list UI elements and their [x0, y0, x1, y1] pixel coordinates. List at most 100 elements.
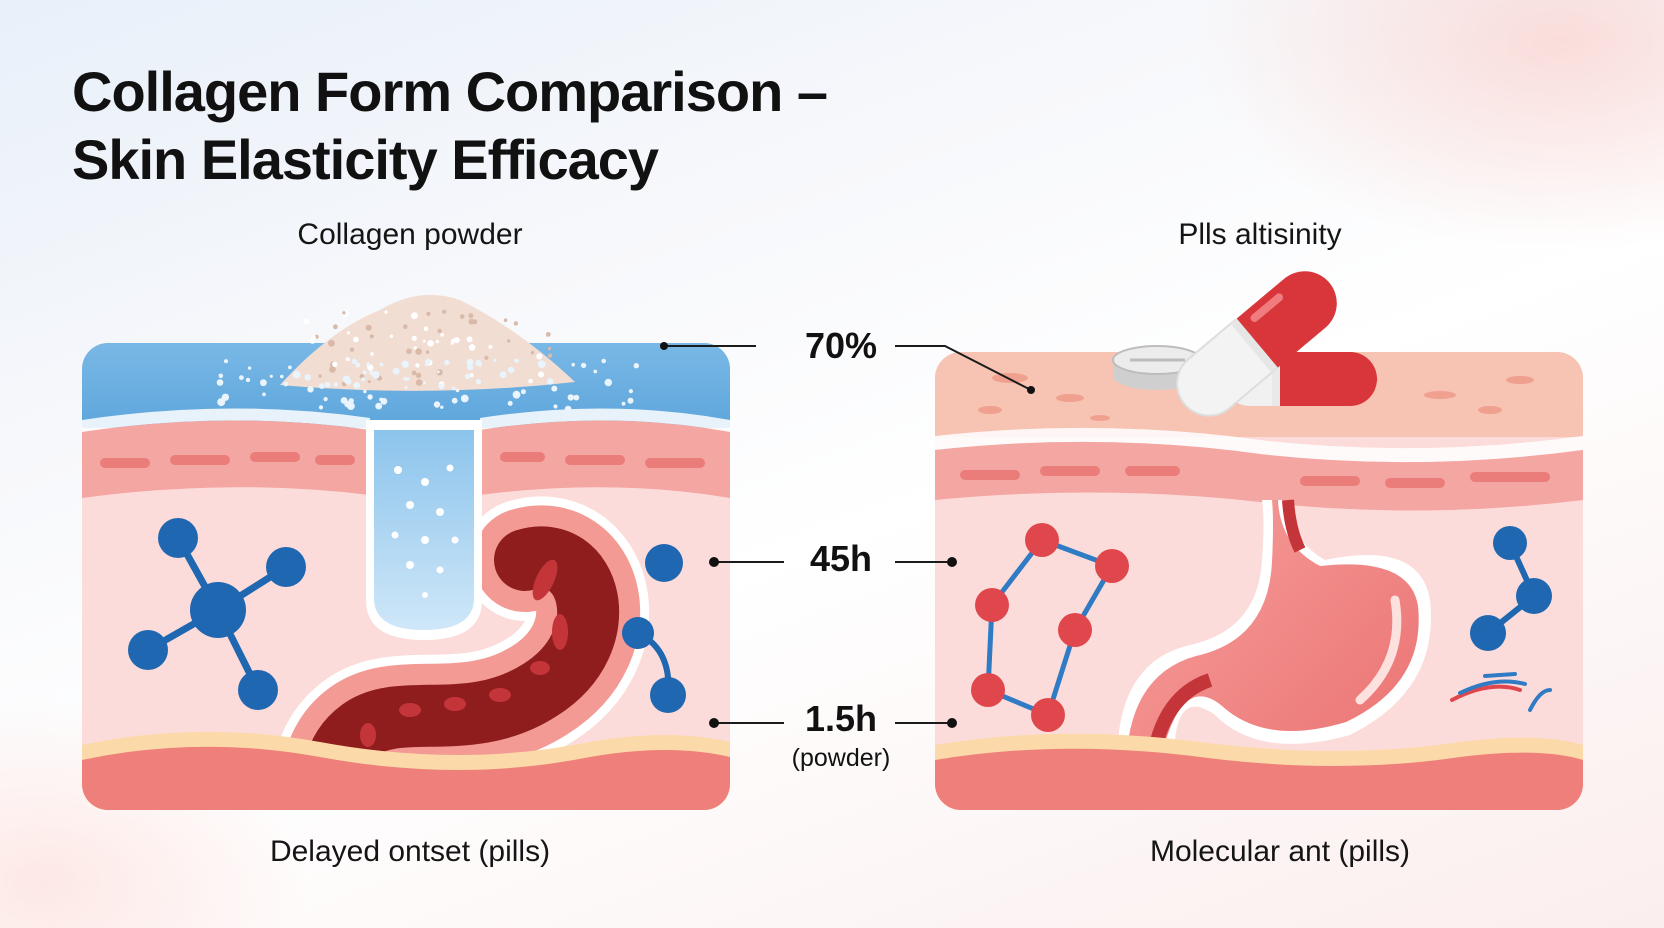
right-skin-edge	[935, 427, 1583, 463]
powder-scatter-dot	[404, 386, 408, 389]
powder-scatter-dot	[551, 385, 558, 392]
right-epidermis-layer	[935, 441, 1583, 511]
title-line-1: Collagen Form Comparison –	[72, 60, 828, 123]
powder-scatter-dot	[288, 365, 292, 370]
powder-speck	[468, 344, 476, 351]
powder-speck	[435, 339, 439, 344]
right-blue-molecule	[1470, 526, 1552, 651]
powder-speck	[415, 348, 422, 355]
metric-value-70: 70%	[804, 325, 878, 366]
left-panel-top-label: Collagen powder	[297, 218, 523, 251]
powder-speck	[311, 335, 316, 341]
left-epidermis-cells	[100, 452, 705, 468]
powder-speck	[369, 334, 374, 339]
esophagus	[1282, 499, 1306, 553]
powder-scatter-dot	[406, 377, 410, 381]
powder-scatter-dot	[379, 397, 383, 402]
powder-scatter	[216, 358, 639, 413]
stomach-highlight	[1355, 595, 1402, 705]
powder-scatter-dot	[438, 383, 445, 390]
powder-speck	[411, 370, 417, 376]
powder-scatter-dot	[216, 379, 224, 386]
right-panel-bottom-label: Molecular ant (pills)	[1149, 835, 1411, 868]
powder-scatter-dot	[342, 375, 351, 384]
powder-scatter-dot	[580, 362, 587, 369]
powder-scatter-dot	[260, 379, 267, 387]
powder-speck	[415, 363, 420, 368]
powder-scatter-dot	[460, 394, 469, 403]
powder-scatter-dot	[423, 381, 427, 385]
powder-scatter-dot	[628, 389, 634, 394]
powder-speck	[484, 355, 489, 360]
powder-scatter-dot	[593, 369, 598, 374]
right-molecule-chain	[971, 523, 1129, 732]
powder-scatter-dot	[347, 402, 355, 410]
left-water-edge	[82, 408, 370, 432]
powder-speck	[547, 353, 553, 358]
powder-speck	[349, 347, 355, 352]
powder-scatter-dot	[512, 390, 521, 399]
metric-connectors	[660, 342, 1035, 728]
powder-scatter-dot	[573, 394, 580, 401]
powder-scatter-dot	[319, 383, 325, 389]
powder-speck	[459, 314, 465, 319]
powder-speck	[333, 324, 338, 330]
powder-scatter-dot	[379, 362, 384, 367]
powder-speck	[442, 309, 447, 314]
powder-speck	[365, 324, 372, 331]
powder-scatter-dot	[604, 378, 612, 387]
powder-speck	[468, 318, 475, 325]
left-small-molecule	[622, 544, 686, 713]
powder-scatter-dot	[307, 386, 314, 393]
powder-scatter-dot	[601, 358, 606, 364]
powder-speck	[545, 332, 551, 337]
powder-speck	[329, 366, 336, 373]
powder-scatter-dot	[333, 382, 339, 387]
powder-scatter-dot	[283, 381, 289, 387]
powder-scatter-dot	[621, 401, 626, 406]
powder-scatter-dot	[451, 397, 458, 404]
powder-speck	[437, 328, 442, 334]
powder-scatter-dot	[499, 371, 507, 379]
powder-speck	[342, 311, 346, 315]
powder-scatter-dot	[627, 397, 634, 404]
powder-scatter-dot	[239, 375, 244, 380]
right-subcutis	[935, 748, 1583, 810]
powder-scatter-dot	[403, 377, 407, 381]
page-title: Collagen Form Comparison – Skin Elastici…	[72, 58, 828, 194]
right-epidermis-cells	[960, 466, 1550, 488]
powder-scatter-dot	[262, 392, 266, 397]
powder-scatter-dot	[493, 358, 497, 362]
powder-scatter-dot	[507, 400, 513, 406]
powder-scatter-dot	[424, 358, 431, 365]
powder-scatter-dot	[351, 358, 358, 365]
powder-scatter-dot	[567, 394, 574, 401]
powder-scatter-dot	[514, 358, 518, 363]
powder-speck	[367, 380, 371, 384]
powder-speck	[318, 374, 322, 378]
powder-speck	[440, 333, 445, 337]
powder-scatter-dot	[362, 370, 367, 375]
powder-speck	[488, 344, 493, 349]
powder-scatter-dot	[340, 397, 348, 404]
left-skin-block	[82, 343, 730, 810]
powder-speck	[536, 353, 543, 360]
intestine-villi	[360, 559, 568, 747]
powder-speck	[328, 339, 335, 347]
powder-speck	[345, 357, 350, 362]
powder-scatter-dot	[247, 366, 252, 370]
powder-speck	[353, 336, 359, 343]
powder-speck	[411, 312, 418, 320]
stomach-body	[1128, 500, 1419, 810]
powder-speck	[427, 340, 434, 347]
powder-scatter-dot	[355, 362, 361, 368]
tube-particles	[391, 464, 459, 598]
powder-speck	[303, 318, 310, 325]
powder-speck	[411, 335, 417, 341]
powder-scatter-dot	[444, 359, 450, 366]
powder-scatter-dot	[218, 373, 224, 379]
powder-scatter-dot	[451, 386, 456, 391]
powder-speck	[469, 373, 474, 378]
powder-speck	[403, 324, 408, 330]
powder-scatter-dot	[466, 358, 474, 366]
